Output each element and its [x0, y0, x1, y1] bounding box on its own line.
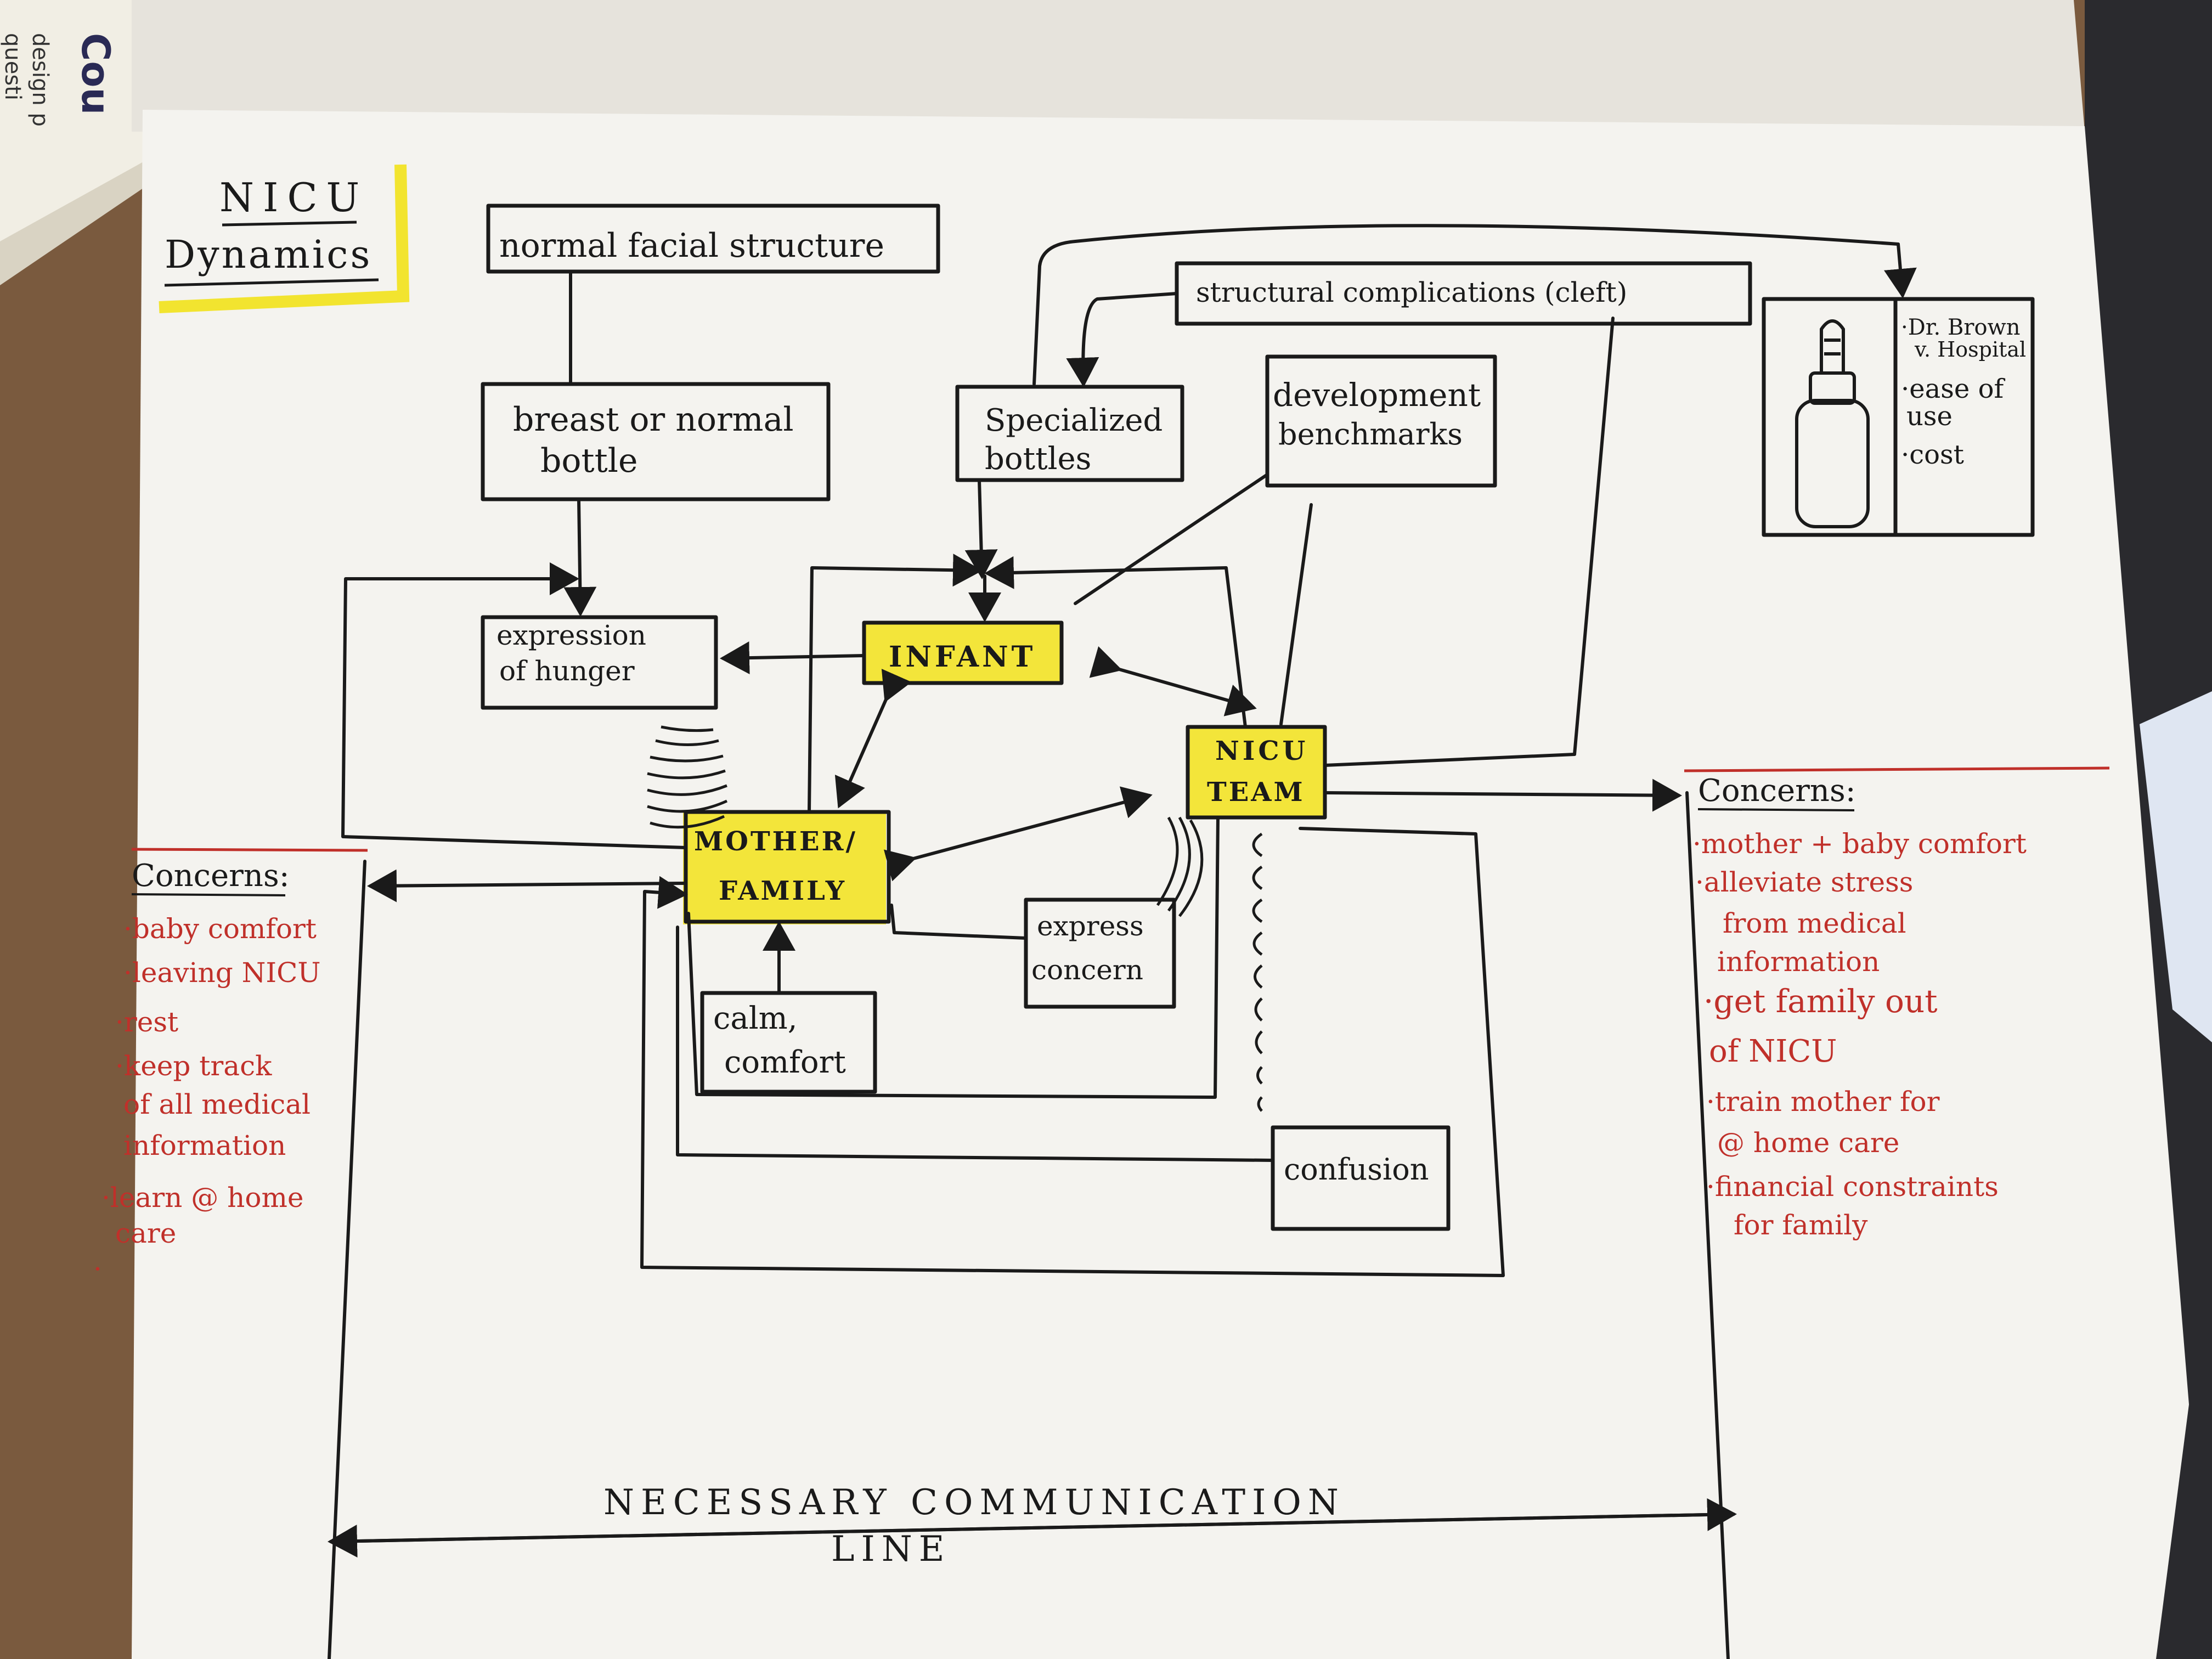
nicu-team-label-2: TEAM	[1207, 777, 1305, 808]
product-notes: ·Dr. Brown v. Hospital ·ease of use ·cos…	[1901, 315, 2026, 470]
left-concerns: Concerns: ·baby comfort ·leaving NICU ·r…	[93, 848, 368, 1285]
right-concern-1: ·mother + baby comfort	[1692, 828, 2027, 860]
development-label-1: development	[1273, 376, 1481, 414]
confusion-label: confusion	[1284, 1152, 1429, 1187]
right-concerns: Concerns: ·mother + baby comfort ·allevi…	[1684, 766, 2110, 1241]
signal-waves-icon	[647, 725, 1263, 1112]
structural-label: structural complications (cleft)	[1196, 276, 1627, 308]
express-concern-label-2: concern	[1031, 954, 1143, 986]
product-note-2: v. Hospital	[1914, 337, 2026, 362]
development-box	[1265, 354, 1497, 488]
product-box	[1762, 297, 2035, 537]
breast-bottle-label-1: breast or normal	[513, 400, 794, 439]
corner-book-line2: questi	[0, 33, 25, 100]
left-concerns-heading: Concerns:	[132, 858, 290, 894]
right-concern-8: @ home care	[1717, 1127, 1899, 1159]
expression-label-1: expression	[496, 619, 646, 651]
development-to-team	[1279, 503, 1313, 726]
team-calm-loop	[687, 816, 1220, 1099]
infant-label: INFANT	[889, 640, 1036, 674]
confusion-box	[1271, 1125, 1451, 1231]
normal-facial-box	[486, 204, 940, 274]
left-concern-4: ·keep track	[115, 1050, 272, 1082]
communication-line-text-2: LINE	[831, 1529, 951, 1570]
left-concern-6: information	[123, 1130, 286, 1161]
page-top-fold	[132, 0, 2085, 132]
right-concern-2: ·alleviate stress	[1695, 866, 1913, 898]
corner-book: Cou design p questi	[0, 0, 154, 285]
expression-box	[481, 615, 718, 710]
calm-comfort-label-1: calm,	[713, 1001, 798, 1036]
nicu-team-label-1: NICU	[1215, 736, 1308, 766]
right-concern-10: for family	[1734, 1209, 1868, 1241]
title-line2: Dynamics	[165, 232, 372, 277]
comm-line-right-arrow	[329, 1498, 1737, 1543]
calm-comfort-label-2: comfort	[724, 1045, 846, 1080]
product-note-3: ·ease of	[1901, 374, 2005, 404]
breast-bottle-label-2: bottle	[540, 442, 637, 480]
breast-to-expression	[563, 498, 597, 617]
outer-loop	[640, 827, 1505, 1277]
product-note-1: ·Dr. Brown	[1901, 315, 2021, 340]
left-concern-9: ·	[93, 1253, 102, 1285]
breast-bottle-box	[481, 382, 831, 501]
infant-team-link	[1089, 646, 1257, 716]
left-concern-8: care	[115, 1217, 176, 1249]
right-concern-9: ·financial constraints	[1706, 1171, 1999, 1203]
left-concern-1: ·baby comfort	[123, 913, 317, 945]
communication-line-text-1: NECESSARY COMMUNICATION	[603, 1482, 1345, 1523]
to-product-box	[1883, 242, 1917, 298]
express-concern-label-1: express	[1037, 910, 1144, 942]
nicu-team-box	[1186, 725, 1327, 820]
expression-label-2: of hunger	[499, 655, 635, 687]
left-concern-7: ·learn @ home	[101, 1182, 303, 1214]
team-to-structural	[1323, 317, 1615, 767]
connectors	[328, 224, 1917, 1659]
side-paper	[2140, 691, 2212, 1042]
box-labels: normal facial structure breast or normal…	[496, 227, 1627, 1187]
mother-label-1: MOTHER/	[694, 826, 857, 857]
development-to-infant	[1074, 473, 1269, 605]
calm-comfort-box	[700, 991, 877, 1094]
right-concerns-heading: Concerns:	[1698, 773, 1856, 809]
mother-to-left-concerns	[367, 869, 687, 902]
express-concern-box	[1024, 898, 1176, 1009]
corner-book-line1: design p	[27, 33, 53, 127]
product-note-5: ·cost	[1901, 439, 1964, 470]
right-concern-4: information	[1717, 946, 1880, 978]
infant-mother-link	[834, 668, 912, 809]
mother-to-express-concern	[890, 904, 1028, 940]
mother-loop-to-expression	[341, 562, 687, 849]
sketchbook-page	[132, 110, 2189, 1659]
diagram-title: NICU Dynamics	[159, 164, 410, 313]
confusion-loop	[676, 926, 1274, 1162]
left-concern-2: ·leaving NICU	[123, 957, 321, 989]
title-line1: NICU	[219, 174, 368, 221]
left-concern-5: of all medical	[123, 1088, 311, 1120]
infant-to-expression	[720, 641, 866, 675]
team-to-right-concerns	[1323, 778, 1682, 812]
product-note-4: use	[1906, 401, 1953, 432]
structural-to-specialized	[1066, 292, 1178, 387]
mother-label-2: FAMILY	[719, 876, 847, 906]
communication-line-label: NECESSARY COMMUNICATION LINE	[603, 1482, 1345, 1570]
right-concern-7: ·train mother for	[1706, 1086, 1940, 1118]
right-concern-3: from medical	[1723, 907, 1906, 939]
mother-to-infant-top	[808, 554, 983, 814]
specialized-label-1: Specialized	[985, 403, 1163, 438]
right-concern-6: of NICU	[1709, 1034, 1837, 1069]
right-concern-5: ·get family out	[1703, 983, 1938, 1020]
corner-book-title: Cou	[73, 33, 118, 115]
specialized-to-product	[1032, 224, 1900, 386]
left-concern-3: ·rest	[115, 1006, 178, 1038]
infant-box	[862, 620, 1064, 685]
specialized-label-2: bottles	[985, 441, 1091, 477]
development-label-2: benchmarks	[1278, 417, 1463, 452]
normal-facial-label: normal facial structure	[499, 227, 884, 265]
mother-team-link	[883, 786, 1153, 882]
bottle-icon	[1795, 319, 1870, 528]
